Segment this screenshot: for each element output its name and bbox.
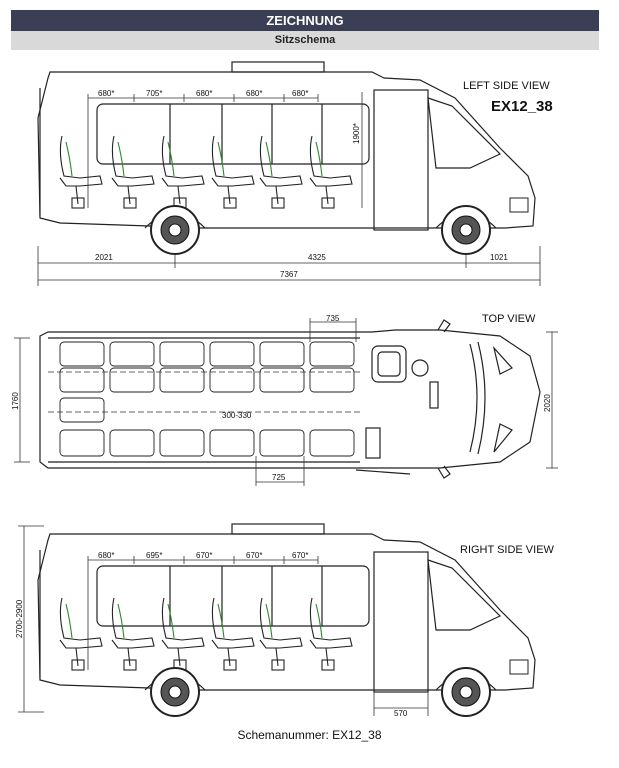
wheel — [441, 205, 491, 255]
seat-row — [111, 135, 155, 209]
seat-row — [59, 135, 103, 209]
dim-top-label: 735 — [326, 314, 340, 323]
model-label: EX12_38 — [491, 98, 553, 115]
wheel — [441, 667, 491, 717]
aisle-label: 300-330 — [222, 411, 252, 420]
total-length-label: 7367 — [280, 270, 298, 279]
left-side-drawing: 680* 705* 680* 680* 680* 1900* 2021 4325… — [37, 61, 541, 286]
wheel — [150, 667, 200, 717]
front-overhang-label: 1021 — [490, 253, 508, 262]
right-side-drawing: 680* 695* 670* 670* 670* 2700-2900 570 — [15, 523, 536, 718]
wheelbase-label: 4325 — [308, 253, 326, 262]
height-label: 2700-2900 — [15, 599, 24, 638]
outer-width-label: 2020 — [543, 394, 552, 412]
seat-row — [309, 597, 353, 671]
seat-row — [161, 135, 205, 209]
left-view-label: LEFT SIDE VIEW — [463, 80, 550, 92]
pitch-label: 680* — [98, 89, 114, 98]
door-width-label: 570 — [394, 709, 408, 718]
seat-row — [211, 135, 255, 209]
seat-row — [59, 597, 103, 671]
rear-overhang-label: 2021 — [95, 253, 113, 262]
schema-number: Schemanummer: EX12_38 — [237, 728, 382, 742]
pitch-label: 680* — [196, 89, 212, 98]
pitch-label: 670* — [196, 551, 212, 560]
pitch-label: 695* — [146, 551, 162, 560]
pitch-label: 680* — [292, 89, 308, 98]
pitch-label: 670* — [292, 551, 308, 560]
height-label: 1900* — [352, 123, 361, 144]
pitch-label: 680* — [246, 89, 262, 98]
right-view-label: RIGHT SIDE VIEW — [460, 544, 554, 556]
pitch-label: 670* — [246, 551, 262, 560]
right-side-view: 680* 695* 670* 670* 670* 2700-2900 570 R… — [0, 520, 619, 725]
pitch-label: 680* — [98, 551, 114, 560]
top-view-drawing: 735 1760 2020 300-330 725 — [11, 314, 558, 486]
dim-bottom-label: 725 — [272, 473, 286, 482]
seat-block — [59, 341, 355, 457]
seat-row — [111, 597, 155, 671]
wheel — [150, 205, 200, 255]
inner-width-label: 1760 — [11, 392, 20, 410]
left-side-view: 680* 705* 680* 680* 680* 1900* 2021 4325… — [0, 58, 619, 288]
seat-row — [259, 135, 303, 209]
top-view: 735 1760 2020 300-330 725 TOP VIEW — [0, 312, 619, 492]
seat-plan-subheader: Sitzschema — [11, 31, 599, 50]
seat-row — [309, 135, 353, 209]
seat-row — [211, 597, 255, 671]
seat-row — [259, 597, 303, 671]
pitch-label: 705* — [146, 89, 162, 98]
drawing-header: ZEICHNUNG — [11, 10, 599, 31]
top-view-label: TOP VIEW — [482, 313, 536, 325]
seat-row — [161, 597, 205, 671]
